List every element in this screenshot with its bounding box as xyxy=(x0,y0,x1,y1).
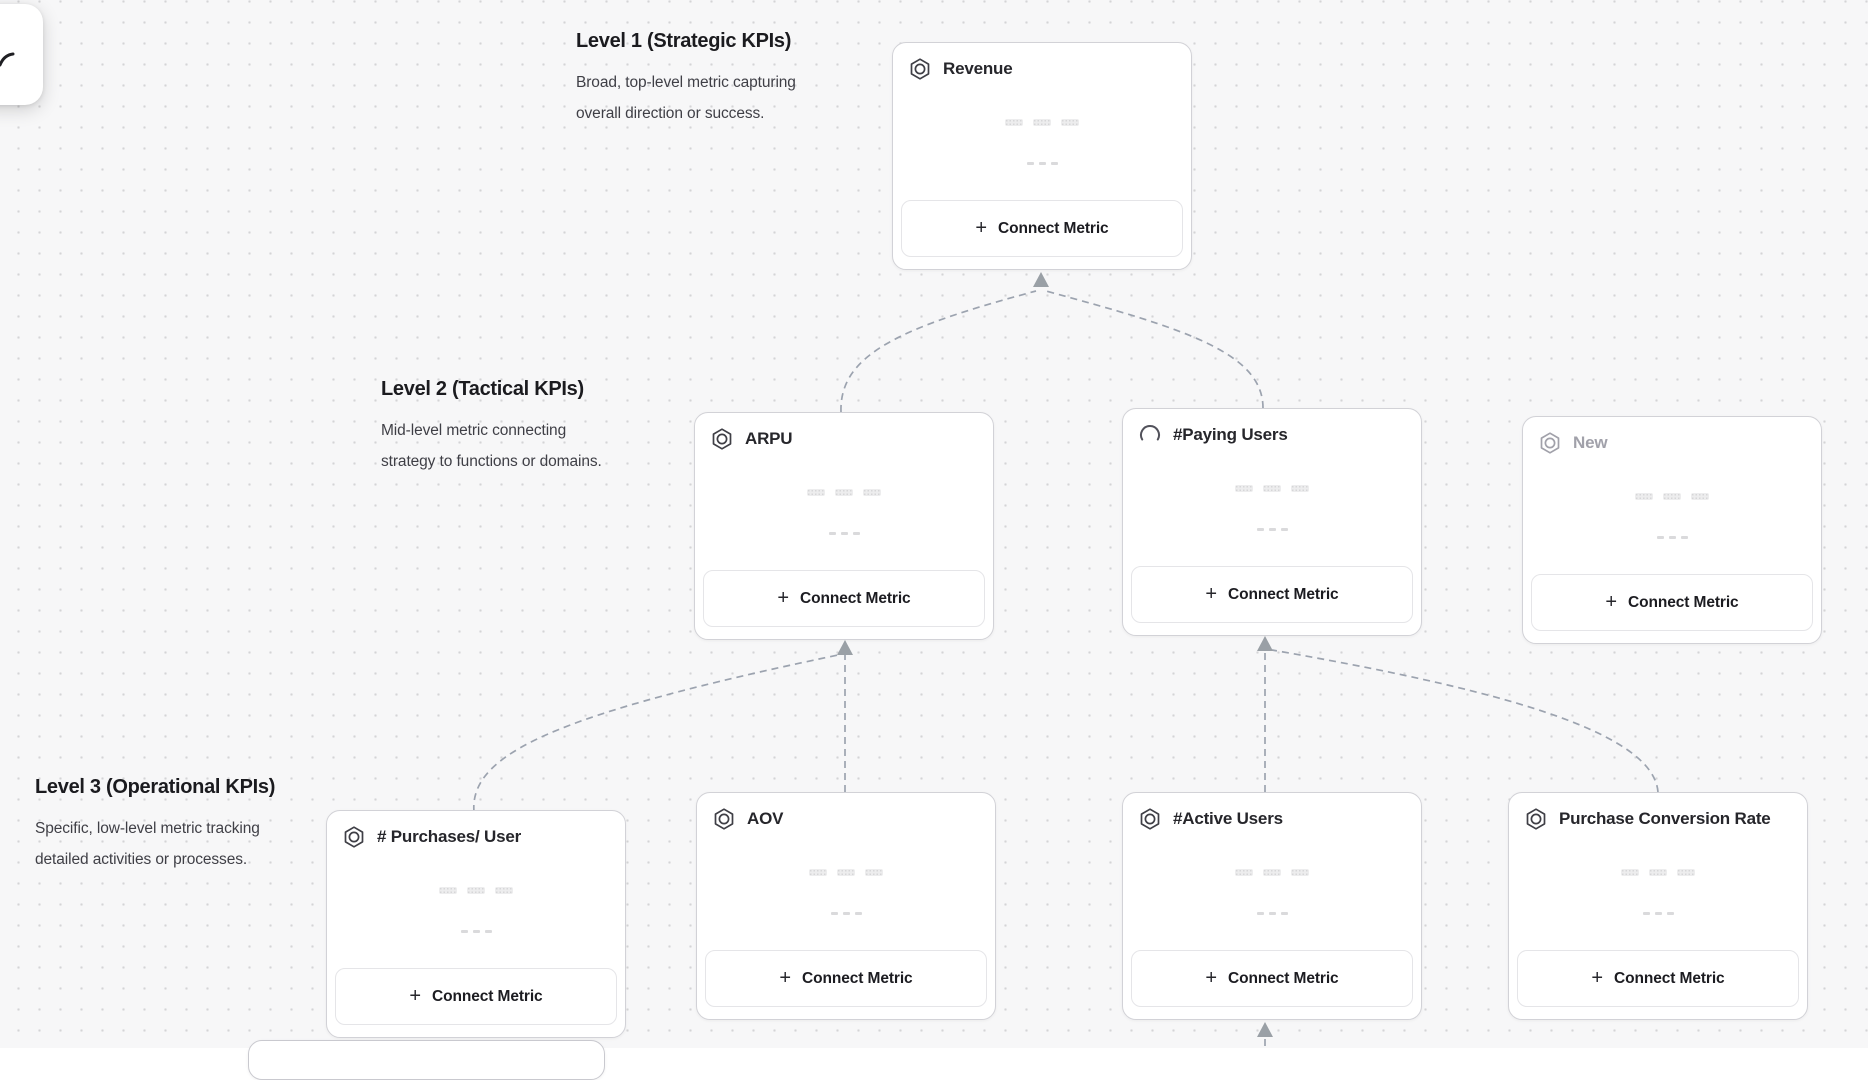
skeleton-placeholder-row xyxy=(1523,493,1821,500)
cursor-stroke-icon xyxy=(0,52,15,67)
skeleton-placeholder-row xyxy=(327,887,625,894)
connect-metric-label: Connect Metric xyxy=(1628,593,1739,611)
card-title: ARPU xyxy=(745,429,793,448)
card-title: #Active Users xyxy=(1173,809,1283,828)
kpi-card-new[interactable]: New + Connect Metric xyxy=(1522,416,1822,644)
card-header: ARPU xyxy=(710,427,793,451)
hexagon-badge-icon xyxy=(1526,808,1546,830)
skeleton-dashes-row xyxy=(1123,912,1421,915)
arrowhead-payingusers xyxy=(1257,636,1273,651)
connect-metric-button[interactable]: + Connect Metric xyxy=(335,968,617,1025)
connect-metric-button[interactable]: + Connect Metric xyxy=(1131,950,1413,1007)
card-header: New xyxy=(1538,431,1608,455)
connect-metric-button[interactable]: + Connect Metric xyxy=(901,200,1183,257)
skeleton-dashes-row xyxy=(327,930,625,933)
plus-icon: + xyxy=(1205,966,1218,989)
skeleton-placeholder-row xyxy=(1509,869,1807,876)
skeleton-placeholder-row xyxy=(893,119,1191,126)
connector-pcr-to-payingusers xyxy=(1271,649,1659,793)
skeleton-dashes-row xyxy=(1523,536,1821,539)
connect-metric-button[interactable]: + Connect Metric xyxy=(1517,950,1799,1007)
hexagon-badge-icon xyxy=(1540,432,1560,454)
level-3-description: Specific, low-level metric tracking deta… xyxy=(35,813,275,875)
skeleton-placeholder-row xyxy=(1123,485,1421,492)
plus-icon: + xyxy=(1205,582,1218,605)
arrowhead-revenue xyxy=(1033,272,1049,287)
connect-metric-label: Connect Metric xyxy=(1614,969,1725,987)
hexagon-badge-icon xyxy=(344,826,364,848)
skeleton-placeholder-row xyxy=(695,489,993,496)
kpi-card-purchase-conversion-rate[interactable]: Purchase Conversion Rate + Connect Metri… xyxy=(1508,792,1808,1020)
connect-metric-label: Connect Metric xyxy=(1228,969,1339,987)
spinner-icon xyxy=(1140,425,1160,441)
card-header: Purchase Conversion Rate xyxy=(1524,807,1771,831)
kpi-card-revenue[interactable]: Revenue + Connect Metric xyxy=(892,42,1192,270)
connect-metric-label: Connect Metric xyxy=(1228,585,1339,603)
kpi-card-arpu[interactable]: ARPU + Connect Metric xyxy=(694,412,994,640)
plus-icon: + xyxy=(1605,590,1618,613)
level-1-description-line1: Broad, top-level metric capturing xyxy=(576,74,796,91)
card-header: #Paying Users xyxy=(1138,423,1288,447)
level-2-description: Mid-level metric connecting strategy to … xyxy=(381,415,602,477)
skeleton-dashes-row xyxy=(695,532,993,535)
plus-icon: + xyxy=(779,966,792,989)
connector-purchases-to-arpu xyxy=(473,654,839,813)
skeleton-dashes-row xyxy=(1509,912,1807,915)
level-3-title: Level 3 (Operational KPIs) xyxy=(35,776,276,798)
plus-icon: + xyxy=(1591,966,1604,989)
plus-icon: + xyxy=(975,216,988,239)
level-1-description: Broad, top-level metric capturing overal… xyxy=(576,67,796,129)
skeleton-placeholder-row xyxy=(1123,869,1421,876)
kpi-card-partial-bottom[interactable] xyxy=(248,1040,605,1080)
floating-toolbar-button[interactable] xyxy=(0,4,43,105)
card-title: New xyxy=(1573,433,1608,452)
hexagon-badge-icon xyxy=(910,58,930,80)
connect-metric-label: Connect Metric xyxy=(432,987,543,1005)
connect-metric-button[interactable]: + Connect Metric xyxy=(703,570,985,627)
card-header: # Purchases/ User xyxy=(342,825,521,849)
card-title: AOV xyxy=(747,809,784,828)
kpi-card-paying-users[interactable]: #Paying Users + Connect Metric xyxy=(1122,408,1422,636)
level-1-title: Level 1 (Strategic KPIs) xyxy=(576,30,792,52)
connect-metric-label: Connect Metric xyxy=(998,219,1109,237)
plus-icon: + xyxy=(409,984,422,1007)
connect-metric-label: Connect Metric xyxy=(800,589,911,607)
connector-payingusers-to-revenue xyxy=(1045,290,1264,409)
connect-metric-button[interactable]: + Connect Metric xyxy=(705,950,987,1007)
skeleton-placeholder-row xyxy=(697,869,995,876)
arrowhead-arpu xyxy=(837,640,853,655)
card-header: #Active Users xyxy=(1138,807,1283,831)
level-3-label: Level 3 (Operational KPIs) Specific, low… xyxy=(35,776,275,875)
card-header: AOV xyxy=(712,807,783,831)
card-title: #Paying Users xyxy=(1173,425,1288,444)
connect-metric-label: Connect Metric xyxy=(802,969,913,987)
level-2-title: Level 2 (Tactical KPIs) xyxy=(381,378,584,400)
level-3-description-line2: detailed activities or processes. xyxy=(35,851,248,868)
kpi-card-aov[interactable]: AOV + Connect Metric xyxy=(696,792,996,1020)
skeleton-dashes-row xyxy=(1123,528,1421,531)
card-title: Revenue xyxy=(943,59,1013,78)
level-1-description-line2: overall direction or success. xyxy=(576,105,765,122)
kpi-card-active-users[interactable]: #Active Users + Connect Metric xyxy=(1122,792,1422,1020)
arrowhead-activeusers xyxy=(1257,1022,1273,1037)
connector-arpu-to-revenue xyxy=(840,290,1037,413)
kpi-card-purchases-per-user[interactable]: # Purchases/ User + Connect Metric xyxy=(326,810,626,1038)
level-3-description-line1: Specific, low-level metric tracking xyxy=(35,820,260,837)
skeleton-dashes-row xyxy=(893,162,1191,165)
level-1-label: Level 1 (Strategic KPIs) Broad, top-leve… xyxy=(576,30,796,129)
plus-icon: + xyxy=(777,586,790,609)
level-2-label: Level 2 (Tactical KPIs) Mid-level metric… xyxy=(381,378,602,477)
card-header: Revenue xyxy=(908,57,1013,81)
hexagon-badge-icon xyxy=(1140,808,1160,830)
card-title: Purchase Conversion Rate xyxy=(1559,809,1771,828)
level-2-description-line2: strategy to functions or domains. xyxy=(381,453,602,470)
hexagon-badge-icon xyxy=(712,428,732,450)
hexagon-badge-icon xyxy=(714,808,734,830)
connect-metric-button[interactable]: + Connect Metric xyxy=(1531,574,1813,631)
connect-metric-button[interactable]: + Connect Metric xyxy=(1131,566,1413,623)
card-title: # Purchases/ User xyxy=(377,827,522,846)
level-2-description-line1: Mid-level metric connecting xyxy=(381,422,567,439)
skeleton-dashes-row xyxy=(697,912,995,915)
